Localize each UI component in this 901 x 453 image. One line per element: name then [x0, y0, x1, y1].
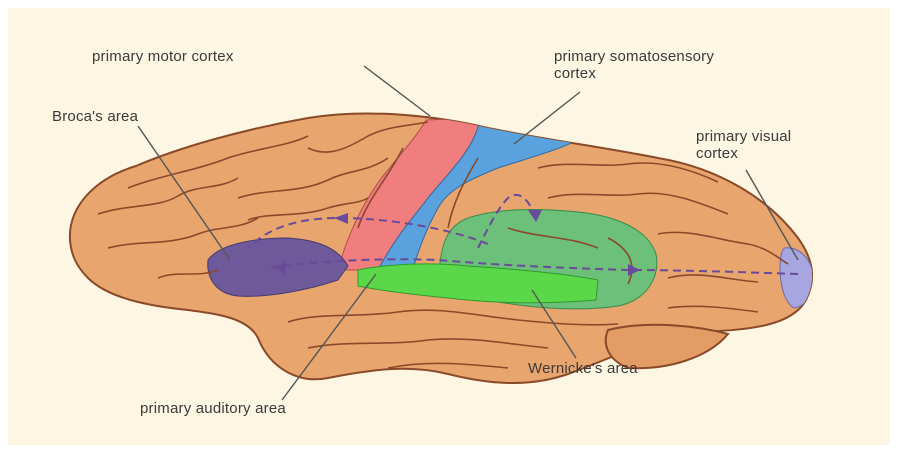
brain-illustration: [8, 8, 890, 445]
label-wernickes-area: Wernicke's area: [528, 360, 638, 377]
label-brocas-area: Broca's area: [52, 108, 138, 125]
diagram-canvas: primary motor cortex primary somatosenso…: [8, 8, 890, 445]
label-primary-auditory-area: primary auditory area: [140, 400, 286, 417]
label-primary-somatosensory-cortex: primary somatosensory cortex: [554, 48, 714, 82]
label-primary-visual-cortex: primary visual cortex: [696, 128, 791, 162]
label-primary-motor-cortex: primary motor cortex: [92, 48, 234, 65]
